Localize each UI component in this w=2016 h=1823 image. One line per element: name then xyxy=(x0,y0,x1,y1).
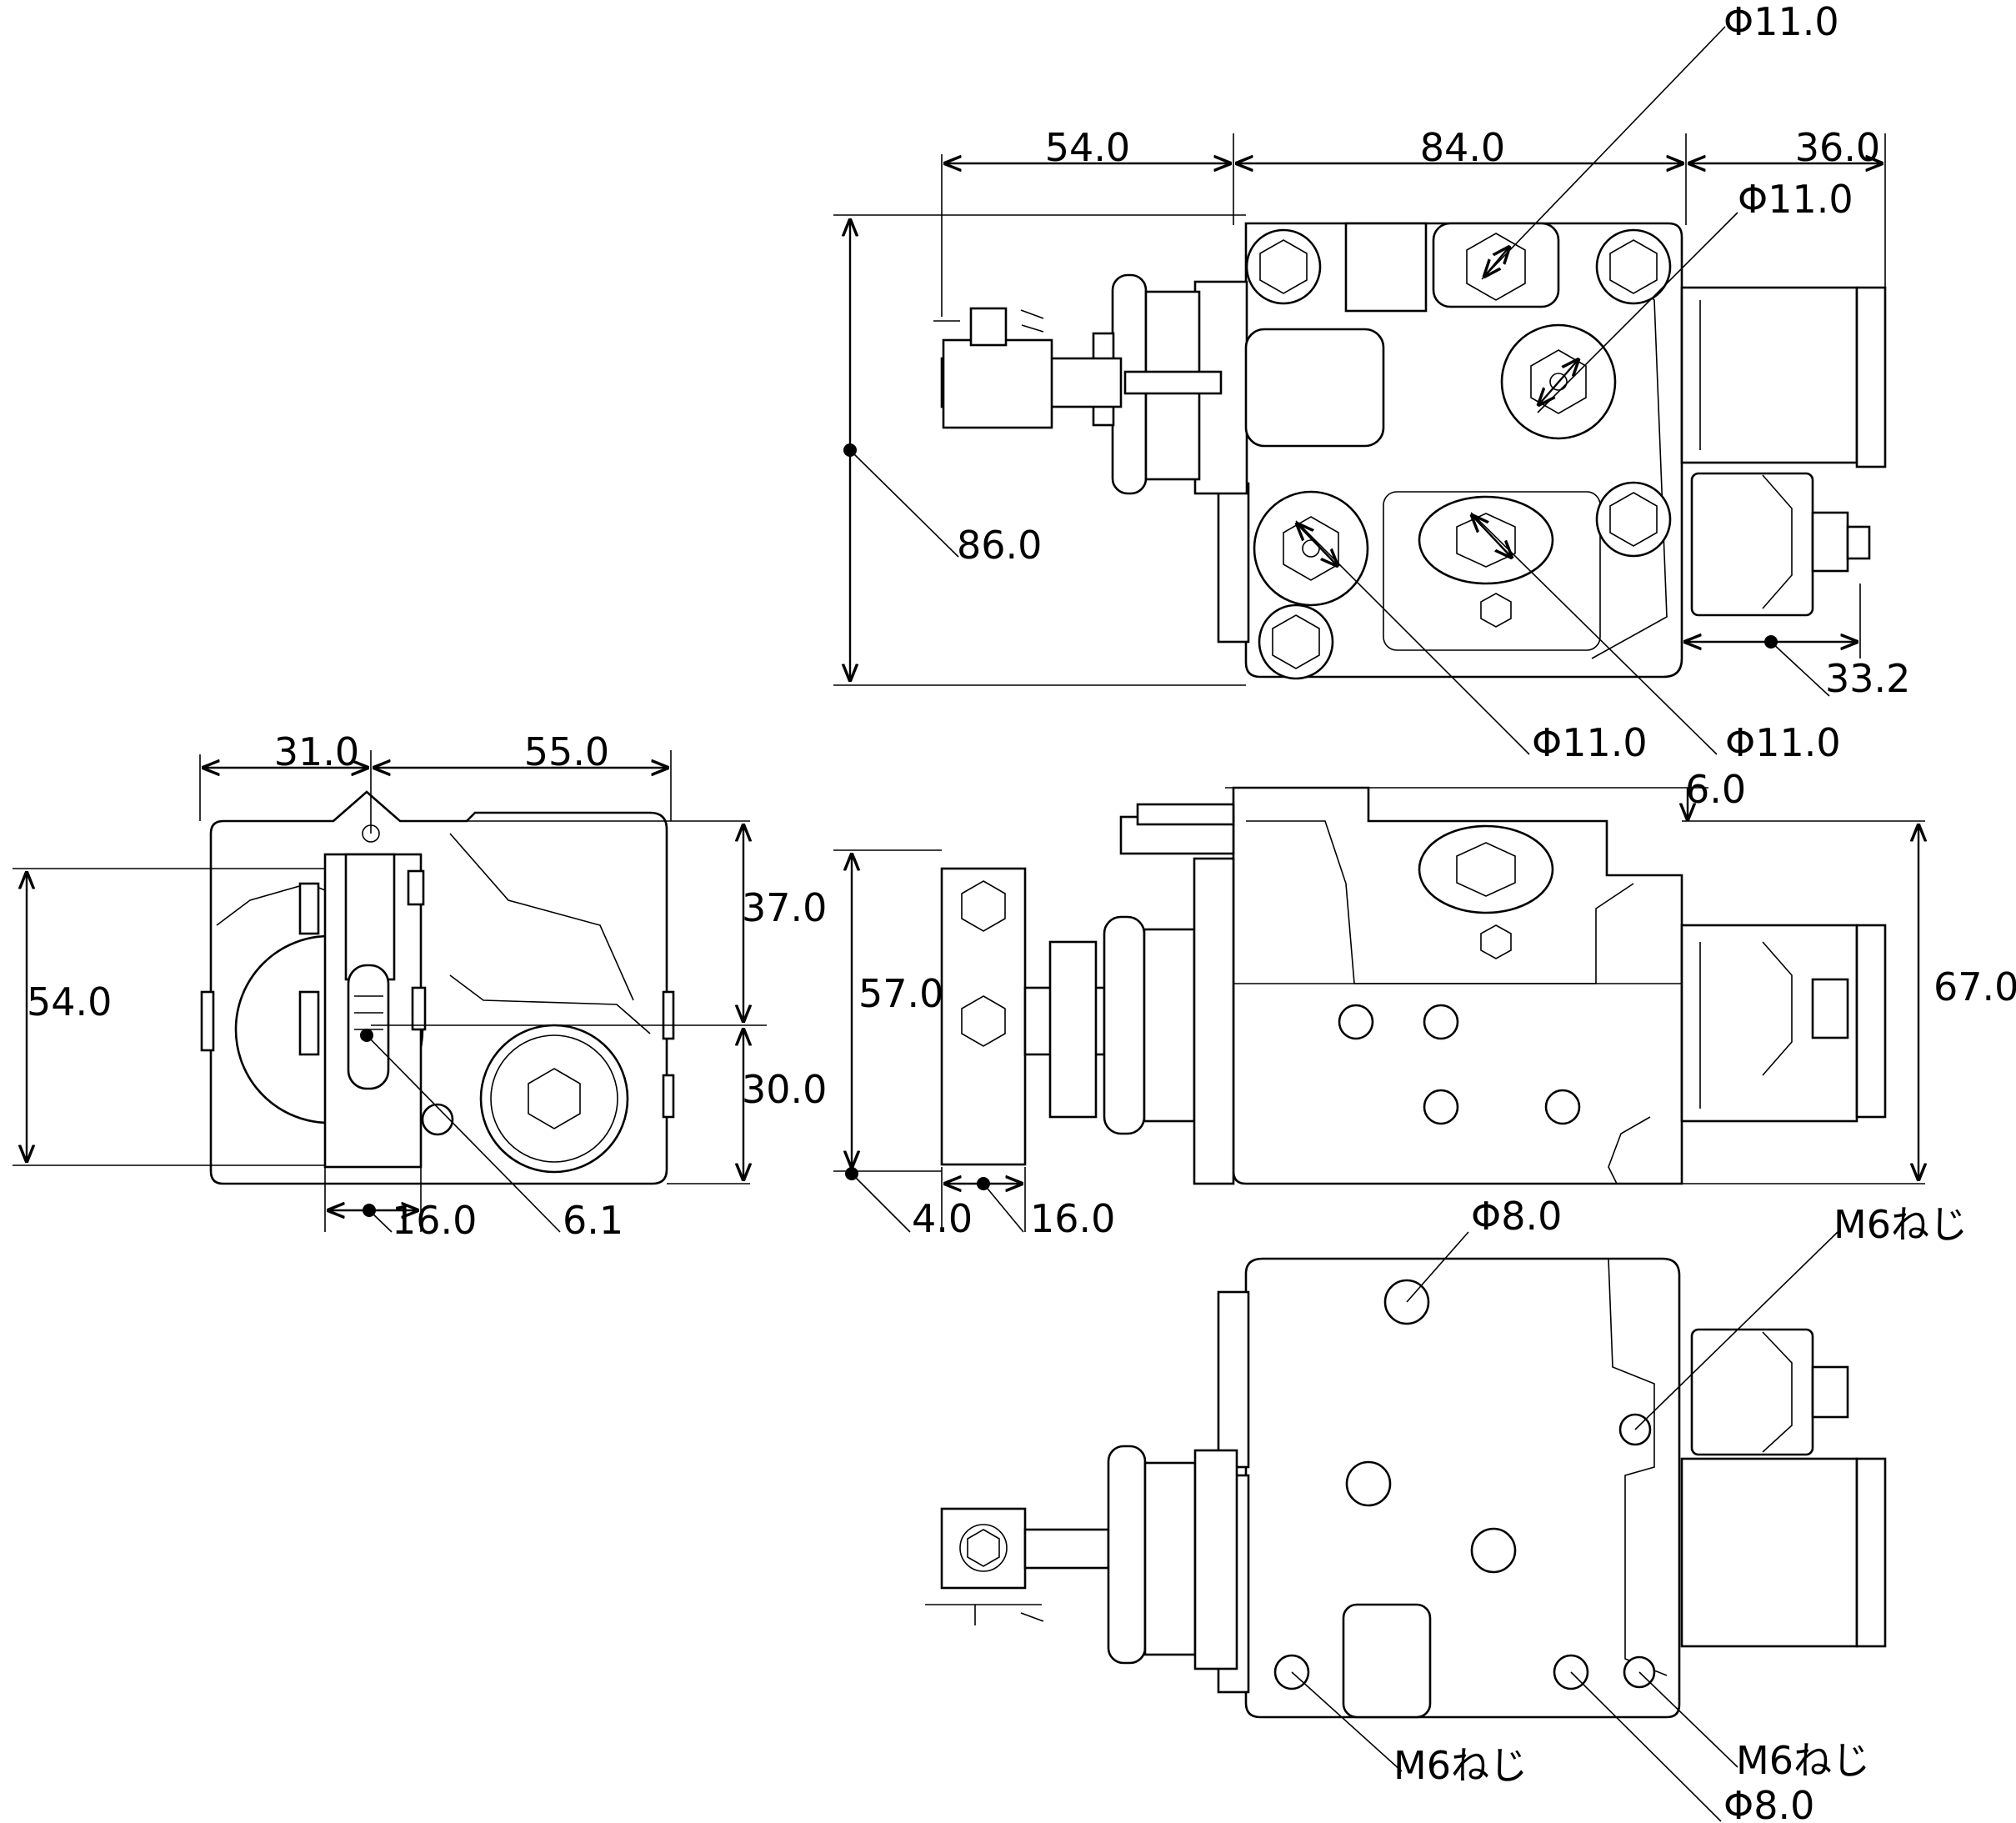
side-dim-offset: 6.1 xyxy=(563,1198,623,1243)
top-callout-port-4: Φ11.0 xyxy=(1725,720,1841,765)
front-view-lever xyxy=(940,803,1235,1185)
bottom-view: Φ8.0 M6ねじ M6ねじ M6ねじ Φ8.0 xyxy=(925,1194,1968,1823)
side-dim-width-right: 55.0 xyxy=(524,729,609,774)
top-dim-solenoid-width: 33.2 xyxy=(1825,656,1910,701)
bottom-view-body xyxy=(1217,1257,1681,1719)
bottom-callout-thread-left: M6ねじ xyxy=(1393,1743,1528,1788)
front-dim-step: 6.0 xyxy=(1685,767,1746,812)
front-dim-lever-width: 16.0 xyxy=(1030,1196,1115,1241)
bottom-callout-thread-lower-right: M6ねじ xyxy=(1736,1738,1870,1783)
side-view: 31.0 55.0 54.0 37.0 30.0 16.0 6.1 xyxy=(13,729,827,1243)
top-callout-port-3: Φ11.0 xyxy=(1532,720,1648,765)
bottom-callout-thread-right: M6ねじ xyxy=(1833,1202,1968,1247)
top-dim-width-right: 36.0 xyxy=(1795,125,1880,170)
side-dim-width-left: 31.0 xyxy=(274,729,359,774)
bottom-callout-hole-top: Φ8.0 xyxy=(1471,1194,1562,1239)
front-dim-gap: 4.0 xyxy=(912,1196,973,1241)
top-view: 54.0 84.0 36.0 86.0 33.2 Φ11.0 Φ11.0 Φ11… xyxy=(833,0,1910,765)
top-callout-port-2: Φ11.0 xyxy=(1738,177,1853,222)
top-dim-width-body: 84.0 xyxy=(1420,125,1505,170)
front-view: 6.0 57.0 67.0 4.0 16.0 xyxy=(833,767,2016,1241)
side-dim-height: 54.0 xyxy=(27,979,112,1024)
top-dim-height: 86.0 xyxy=(957,523,1042,568)
side-dim-lower: 30.0 xyxy=(742,1067,827,1112)
bottom-view-solenoid xyxy=(1680,1328,1887,1648)
top-view-body xyxy=(1193,222,1683,680)
top-view-lever xyxy=(933,273,1223,495)
front-dim-body-height: 67.0 xyxy=(1933,964,2016,1009)
bottom-callout-hole-bottom: Φ8.0 xyxy=(1723,1783,1814,1823)
top-callout-port-1: Φ11.0 xyxy=(1723,0,1839,44)
side-dim-lever-width: 16.0 xyxy=(392,1198,477,1243)
side-view-body xyxy=(200,790,675,1185)
top-dim-width-left: 54.0 xyxy=(1045,125,1130,170)
side-dim-upper: 37.0 xyxy=(742,885,827,930)
front-view-solenoid xyxy=(1680,924,1887,1123)
bottom-view-lever xyxy=(925,1445,1238,1670)
top-view-solenoid xyxy=(1680,286,1887,617)
front-dim-lever-height: 57.0 xyxy=(858,971,943,1016)
front-view-body xyxy=(1232,786,1683,1185)
